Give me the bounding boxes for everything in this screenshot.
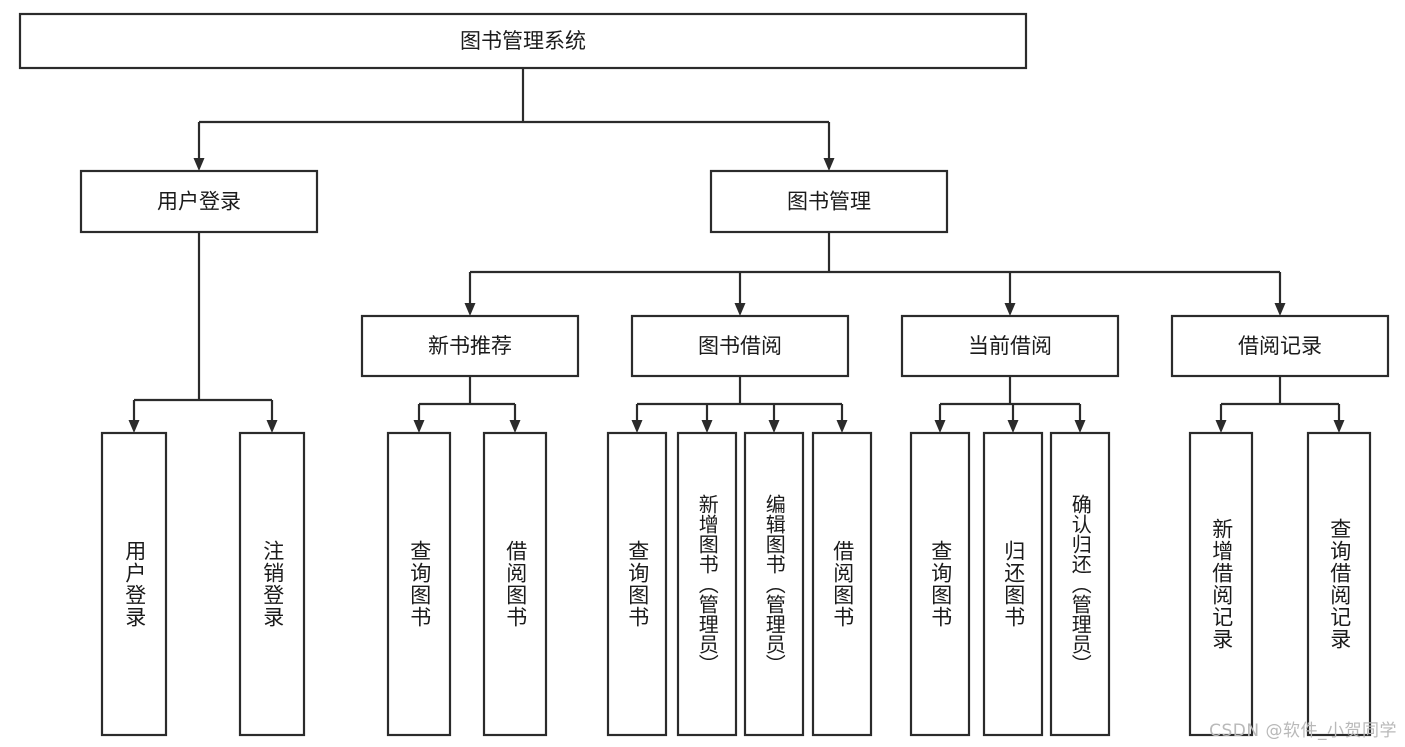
node-box: [606, 431, 668, 737]
node-box: [982, 431, 1044, 737]
node-label: 图书管理: [787, 190, 871, 214]
leaf-node-借阅图书[interactable]: [482, 431, 548, 737]
leaf-node-归还图书[interactable]: [982, 431, 1044, 737]
node-box: [709, 169, 949, 234]
arrow-head-icon: [1274, 303, 1286, 316]
arrow-head-icon: [1004, 303, 1016, 316]
node-box: [18, 12, 1028, 70]
branch-node-用户登录[interactable]: 用户登录: [79, 169, 319, 234]
arrow-head-icon: [413, 420, 425, 433]
node-box: [100, 431, 168, 737]
arrow-head-icon: [128, 420, 140, 433]
arrow-head-icon: [193, 158, 205, 171]
leaf-node-注销登录[interactable]: [238, 431, 306, 737]
branch-node-图书借阅[interactable]: 图书借阅: [630, 314, 850, 378]
branch-node-新书推荐[interactable]: 新书推荐: [360, 314, 580, 378]
connector-layer: [128, 68, 1345, 433]
node-box: [482, 431, 548, 737]
leaf-node-查询图书[interactable]: [386, 431, 452, 737]
node-box: [79, 169, 319, 234]
node-box: [676, 431, 738, 737]
node-box: [360, 314, 580, 378]
root-node-图书管理系统[interactable]: 图书管理系统: [18, 12, 1028, 70]
branch-node-图书管理[interactable]: 图书管理: [709, 169, 949, 234]
arrow-head-icon: [934, 420, 946, 433]
leaf-node-查询图书[interactable]: [606, 431, 668, 737]
branch-node-当前借阅[interactable]: 当前借阅: [900, 314, 1120, 378]
node-box: [909, 431, 971, 737]
node-box: [1170, 314, 1390, 378]
node-label: 图书管理系统: [460, 29, 586, 53]
leaf-node-确认归还管理员[interactable]: [1049, 431, 1111, 737]
arrow-head-icon: [836, 420, 848, 433]
arrow-head-icon: [266, 420, 278, 433]
node-box: [811, 431, 873, 737]
node-label: 借阅记录: [1238, 334, 1322, 358]
node-box: [630, 314, 850, 378]
leaf-node-新增图书管理员[interactable]: [676, 431, 738, 737]
node-box: [1306, 431, 1372, 737]
arrow-head-icon: [464, 303, 476, 316]
arrow-head-icon: [1333, 420, 1345, 433]
arrow-head-icon: [1215, 420, 1227, 433]
node-label: 图书借阅: [698, 334, 782, 358]
arrow-head-icon: [823, 158, 835, 171]
node-box: [1049, 431, 1111, 737]
watermark-text: CSDN @软件_小贺同学: [1209, 721, 1397, 741]
node-box: [743, 431, 805, 737]
leaf-node-用户登录[interactable]: [100, 431, 168, 737]
arrow-head-icon: [734, 303, 746, 316]
branch-node-借阅记录[interactable]: 借阅记录: [1170, 314, 1390, 378]
leaf-node-借阅图书[interactable]: [811, 431, 873, 737]
node-box: [386, 431, 452, 737]
node-box: [238, 431, 306, 737]
arrow-head-icon: [1007, 420, 1019, 433]
node-label: 新书推荐: [428, 334, 512, 358]
arrow-head-icon: [701, 420, 713, 433]
node-box: [900, 314, 1120, 378]
leaf-node-新增借阅记录[interactable]: [1188, 431, 1254, 737]
node-box: [1188, 431, 1254, 737]
arrow-head-icon: [631, 420, 643, 433]
node-label: 当前借阅: [968, 334, 1052, 358]
arrow-head-icon: [768, 420, 780, 433]
leaf-node-查询借阅记录[interactable]: [1306, 431, 1372, 737]
node-label: 用户登录: [157, 190, 241, 214]
leaf-node-编辑图书管理员[interactable]: [743, 431, 805, 737]
leaf-node-查询图书[interactable]: [909, 431, 971, 737]
arrow-head-icon: [1074, 420, 1086, 433]
arrow-head-icon: [509, 420, 521, 433]
